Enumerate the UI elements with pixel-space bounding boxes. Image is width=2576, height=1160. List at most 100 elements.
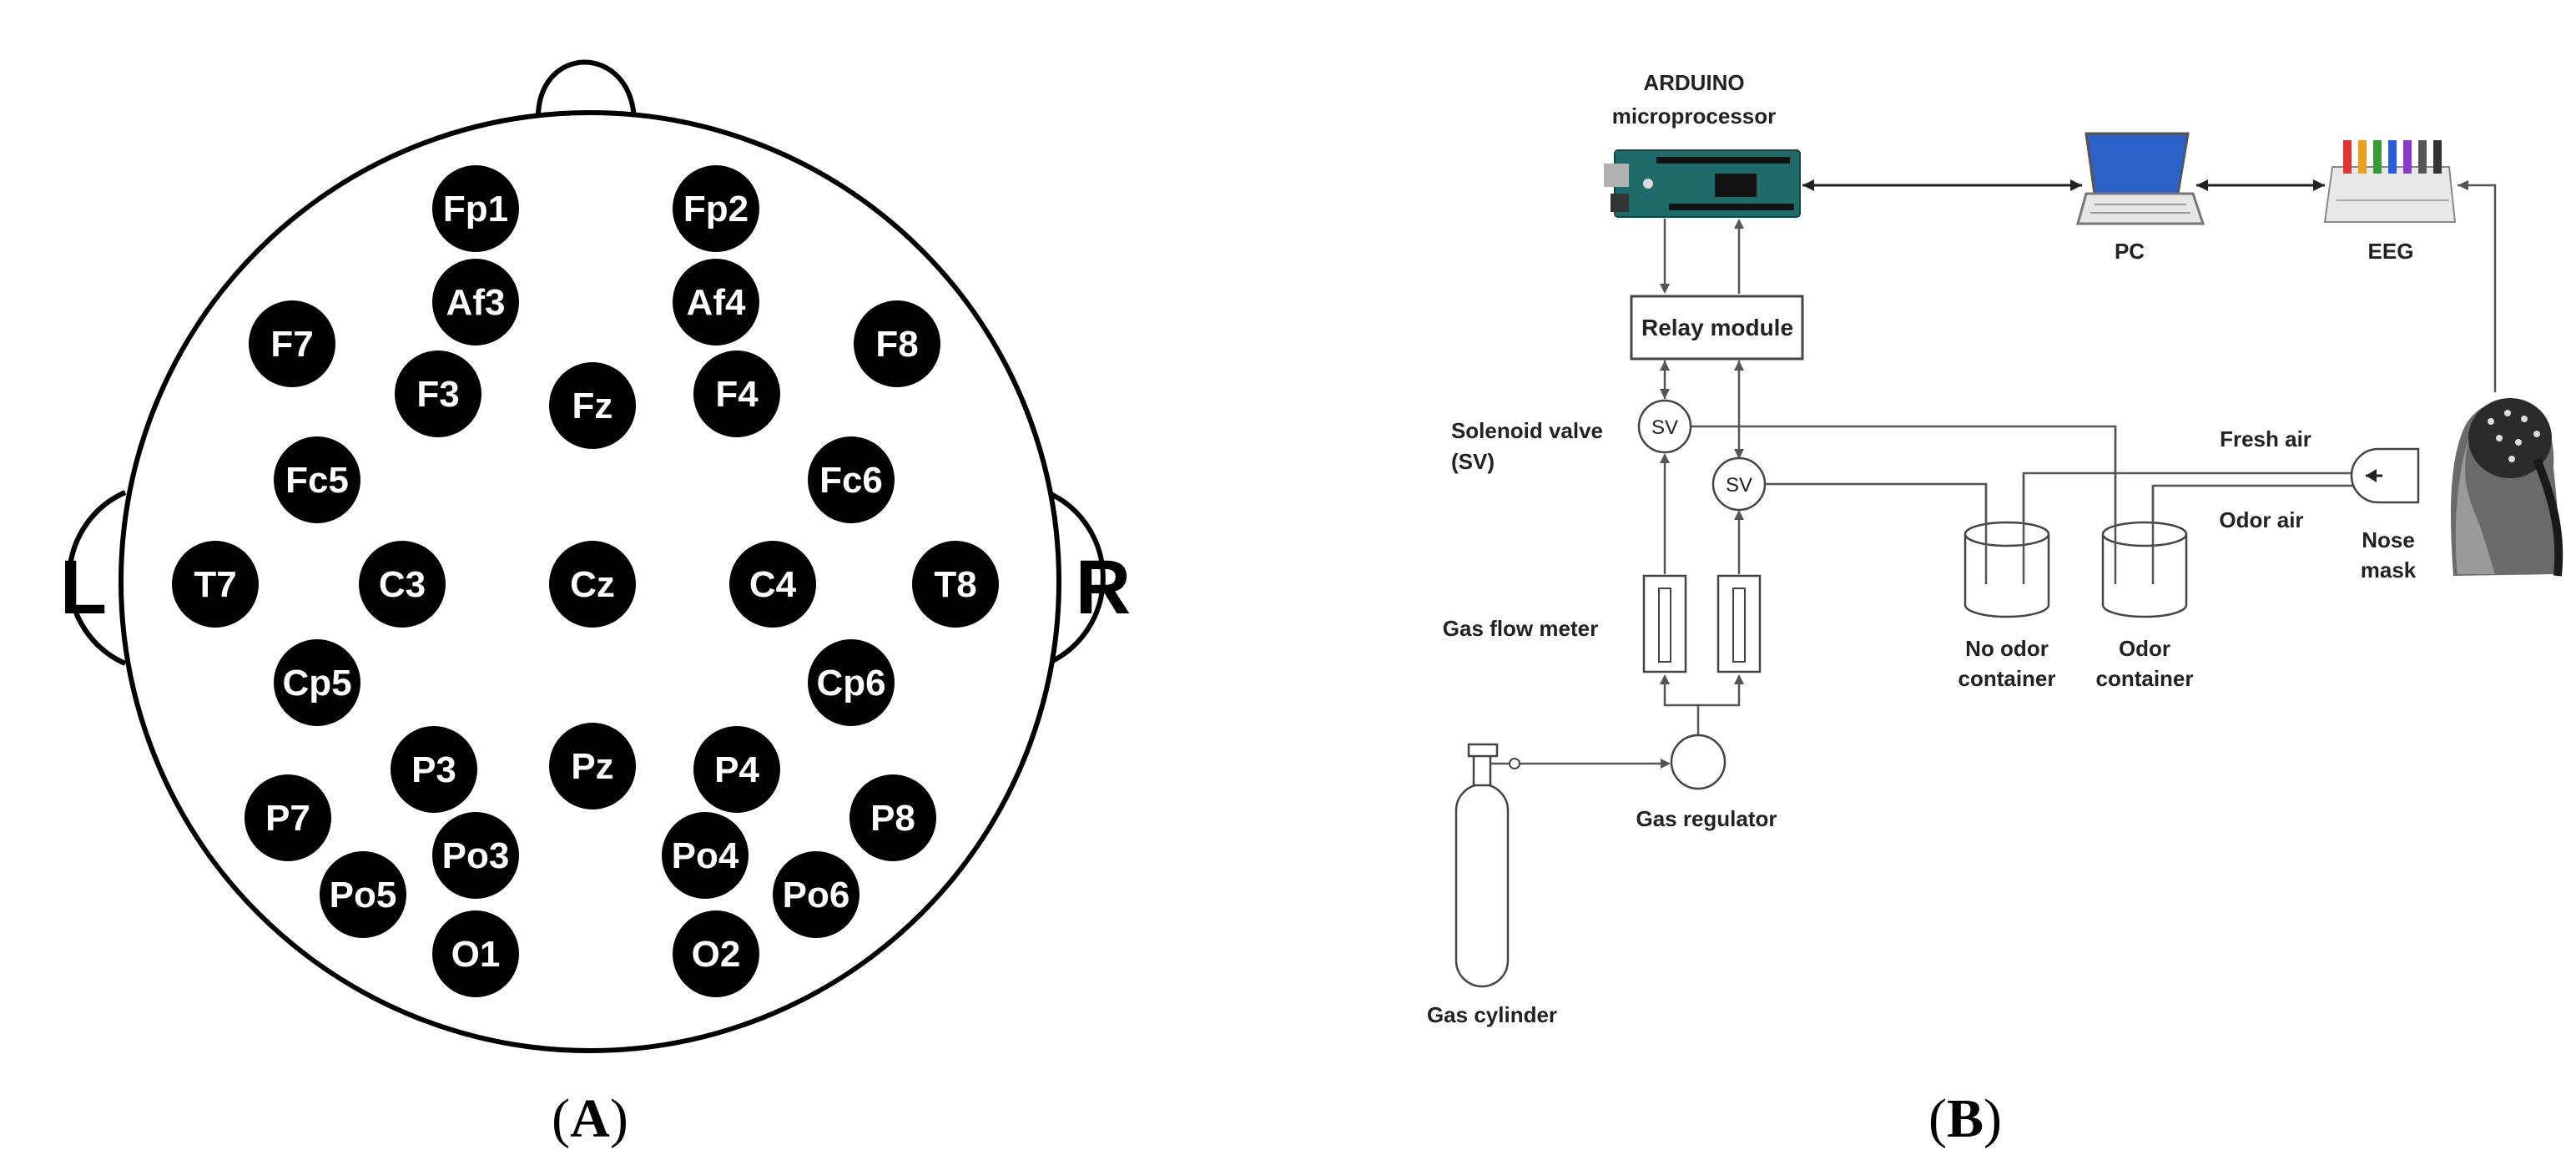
electrode-marker <box>693 726 780 813</box>
electrode-fc6: Fc6 <box>808 436 895 523</box>
electrode-p3: P3 <box>391 726 477 813</box>
electrode-c4: C4 <box>729 541 816 628</box>
electrode-cp5: Cp5 <box>274 639 360 726</box>
electrode-marker <box>320 851 406 938</box>
electrode-marker <box>808 436 895 523</box>
electrode-label: T8 <box>934 564 976 605</box>
flow-meter-label: Gas flow meter <box>1443 616 1598 641</box>
electrode-marker <box>395 351 481 437</box>
electrode-marker <box>432 165 519 252</box>
electrode-marker <box>729 541 816 628</box>
no-odor-label-2: container <box>1958 666 2055 691</box>
electrode-af3: Af3 <box>432 259 519 345</box>
panel-a-label: (A) <box>552 1088 628 1149</box>
electrode-marker <box>391 726 477 813</box>
electrode-label: Po4 <box>672 835 739 876</box>
panel-b-close: ) <box>1984 1088 2002 1149</box>
electrode-label: Po3 <box>442 835 510 876</box>
electrode-label: F3 <box>416 374 459 415</box>
electrode-marker <box>432 910 519 997</box>
solenoid-valve-1: SV <box>1637 399 1692 454</box>
sv-2-label: SV <box>1726 474 1752 497</box>
pc-label: PC <box>2115 239 2145 264</box>
panel-a-letter: A <box>570 1088 610 1149</box>
relay-module-box <box>1630 295 1804 361</box>
electrode-label: P4 <box>714 749 759 790</box>
electrode-label: Po6 <box>783 875 850 915</box>
electrode-marker <box>854 300 940 387</box>
nose-mask-icon <box>2350 447 2420 504</box>
electrode-label: Af3 <box>446 282 506 323</box>
laptop-icon <box>2076 132 2205 225</box>
electrode-p4: P4 <box>693 726 780 813</box>
electrode-fz: Fz <box>549 362 636 449</box>
electrode-label: C3 <box>379 564 426 605</box>
electrode-af4: Af4 <box>673 259 759 345</box>
electrode-marker <box>673 910 759 997</box>
relay-sv-links <box>1660 361 1744 459</box>
electrode-fc5: Fc5 <box>274 436 360 523</box>
electrode-label: Po5 <box>330 875 397 915</box>
electrode-fp1: Fp1 <box>432 165 519 252</box>
electrode-marker <box>549 541 636 628</box>
electrode-label: Cp6 <box>816 663 885 704</box>
fresh-air-label: Fresh air <box>2220 426 2311 451</box>
no-odor-label-1: No odor <box>1965 636 2049 661</box>
electrode-label: Fc5 <box>285 460 349 501</box>
electrode-p7: P7 <box>244 774 331 861</box>
left-marker: L <box>60 545 107 630</box>
gas-cylinder-icon <box>1454 743 1671 988</box>
electrode-cp6: Cp6 <box>808 639 895 726</box>
odor-air-label: Odor air <box>2219 507 2303 532</box>
odor-label-2: container <box>2095 666 2193 691</box>
electrode-pz: Pz <box>549 723 636 809</box>
panel-a-open: ( <box>552 1088 570 1149</box>
electrode-marker <box>849 774 936 861</box>
electrode-po4: Po4 <box>662 812 749 899</box>
electrode-marker <box>274 436 360 523</box>
electrode-marker <box>662 812 749 899</box>
panel-b-open: ( <box>1928 1088 1947 1149</box>
electrode-label: P7 <box>265 798 310 839</box>
electrode-label: Fp2 <box>683 189 749 229</box>
regulator-label: Gas regulator <box>1636 806 1777 831</box>
electrode-f7: F7 <box>249 300 335 387</box>
gas-flow-meter-2 <box>1716 574 1762 673</box>
electrode-t8: T8 <box>912 541 999 628</box>
electrode-p8: P8 <box>849 774 936 861</box>
electrode-label: F7 <box>270 324 313 365</box>
electrode-label: F8 <box>875 324 918 365</box>
electrode-marker <box>244 774 331 861</box>
right-marker: R <box>1076 545 1131 630</box>
electrode-label: Cp5 <box>282 663 351 704</box>
regulator-meter-links <box>1660 674 1744 739</box>
right-ear <box>1046 490 1106 666</box>
electrode-o1: O1 <box>432 910 519 997</box>
electrode-po6: Po6 <box>773 851 860 938</box>
electrode-f4: F4 <box>693 351 780 437</box>
panel-b: ARDUINO microprocessor PC EEG <box>1427 70 2563 1149</box>
electrode-marker <box>773 851 860 938</box>
odor-label-1: Odor <box>2119 636 2170 661</box>
electrode-marker <box>432 259 519 345</box>
top-connections <box>1802 179 2497 392</box>
electrode-f8: F8 <box>854 300 940 387</box>
electrode-marker <box>172 541 259 628</box>
electrode-marker <box>359 541 446 628</box>
electrode-marker <box>549 362 636 449</box>
odor-container-icon <box>2101 521 2188 618</box>
electrode-cz: Cz <box>549 541 636 628</box>
subject-with-eeg-cap-image <box>2451 398 2563 577</box>
electrode-label: Af4 <box>687 282 746 323</box>
electrode-label: O2 <box>692 934 741 975</box>
solenoid-valve-2: SV <box>1711 456 1767 512</box>
electrode-label: P8 <box>870 798 915 839</box>
electrode-t7: T7 <box>172 541 259 628</box>
solenoid-label-1: Solenoid valve <box>1451 418 1603 443</box>
electrode-marker <box>808 639 895 726</box>
sv-1-label: SV <box>1651 416 1678 439</box>
electrode-label: O1 <box>451 934 501 975</box>
electrode-label: Cz <box>570 564 615 605</box>
